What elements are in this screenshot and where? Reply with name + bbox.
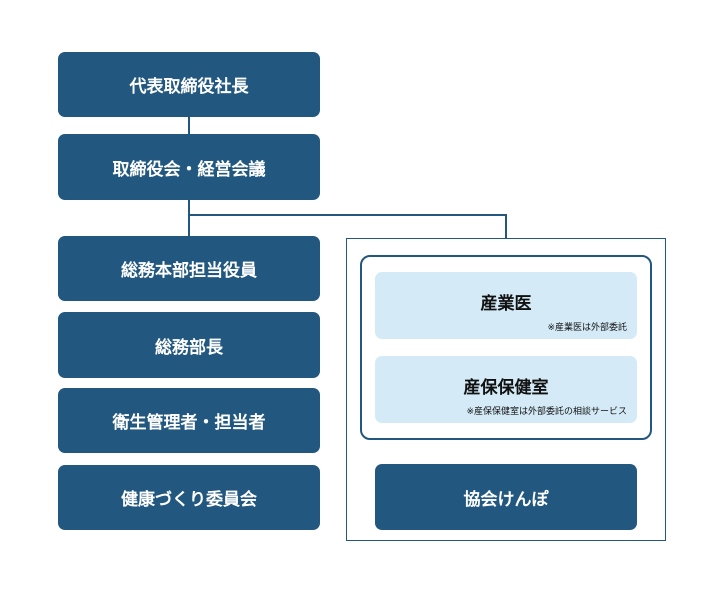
external-group-frame	[346, 238, 666, 541]
general-affairs-officer-box: 総務本部担当役員	[58, 236, 320, 301]
health-manager-box: 衛生管理者・担当者	[58, 388, 320, 453]
occupational-physician-box: 産業医 ※産業医は外部委託	[375, 272, 637, 339]
kyokai-kenpo-box: 協会けんぽ	[375, 464, 637, 530]
connector	[188, 214, 507, 216]
connector	[188, 200, 190, 236]
occupational-physician-label: 産業医	[480, 294, 532, 314]
connector	[505, 214, 507, 238]
health-room-box: 産保保健室 ※産保保健室は外部委託の相談サービス	[375, 356, 637, 423]
general-affairs-manager-box: 総務部長	[58, 312, 320, 378]
president-box: 代表取締役社長	[58, 52, 320, 117]
board-box: 取締役会・経営会議	[58, 134, 320, 200]
occupational-physician-note: ※産業医は外部委託	[547, 323, 627, 333]
health-room-note: ※産保保健室は外部委託の相談サービス	[466, 407, 627, 417]
outsourced-group-frame	[360, 255, 652, 440]
health-committee-box: 健康づくり委員会	[58, 465, 320, 530]
health-room-label: 産保保健室	[463, 378, 549, 398]
connector	[188, 117, 190, 134]
